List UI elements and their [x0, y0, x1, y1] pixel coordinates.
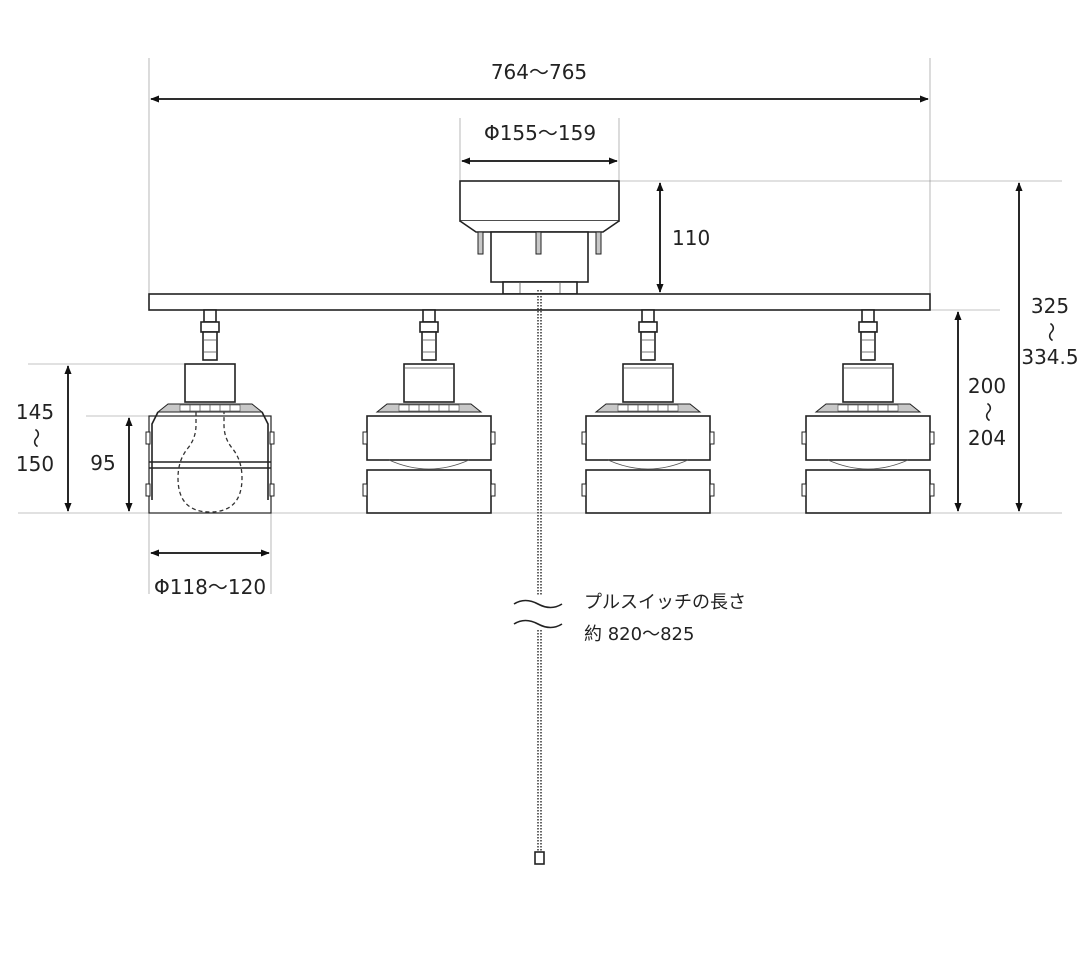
cord-break-symbol — [513, 599, 563, 609]
label-canopy-diameter: Φ155～159 — [484, 121, 596, 145]
spotlight-2 — [362, 309, 496, 514]
label-shade-diameter: Φ118～120 — [154, 575, 266, 599]
label-pull-switch: プルスイッチの長さ — [584, 592, 746, 613]
label-inner-height: 95 — [90, 451, 115, 475]
label-lamp-height-tilde: ～ — [976, 402, 1000, 422]
mount-bar — [148, 293, 931, 311]
label-shade-height-tilde: ～ — [24, 428, 48, 448]
label-total-height-top: 325 — [1031, 294, 1069, 318]
label-pull-switch-length: 約 820～825 — [584, 624, 694, 645]
canopy — [459, 180, 620, 295]
pull-switch-cord — [513, 290, 563, 865]
pull-switch-handle — [534, 851, 545, 865]
bulb-outline — [177, 412, 243, 513]
label-lamp-height-top: 200 — [968, 374, 1006, 398]
label-total-height-tilde: ～ — [1039, 322, 1063, 342]
label-shade-height-bottom: 150 — [16, 452, 54, 476]
spotlight-1 — [145, 309, 275, 514]
label-overall-width: 764～765 — [491, 60, 587, 84]
label-total-height-bottom: 334.5 — [1021, 345, 1078, 369]
label-shade-height-top: 145 — [16, 400, 54, 424]
spotlight-4 — [801, 309, 935, 514]
spotlight-3 — [581, 309, 715, 514]
label-lamp-height-bottom: 204 — [968, 426, 1006, 450]
label-canopy-height: 110 — [672, 226, 710, 250]
